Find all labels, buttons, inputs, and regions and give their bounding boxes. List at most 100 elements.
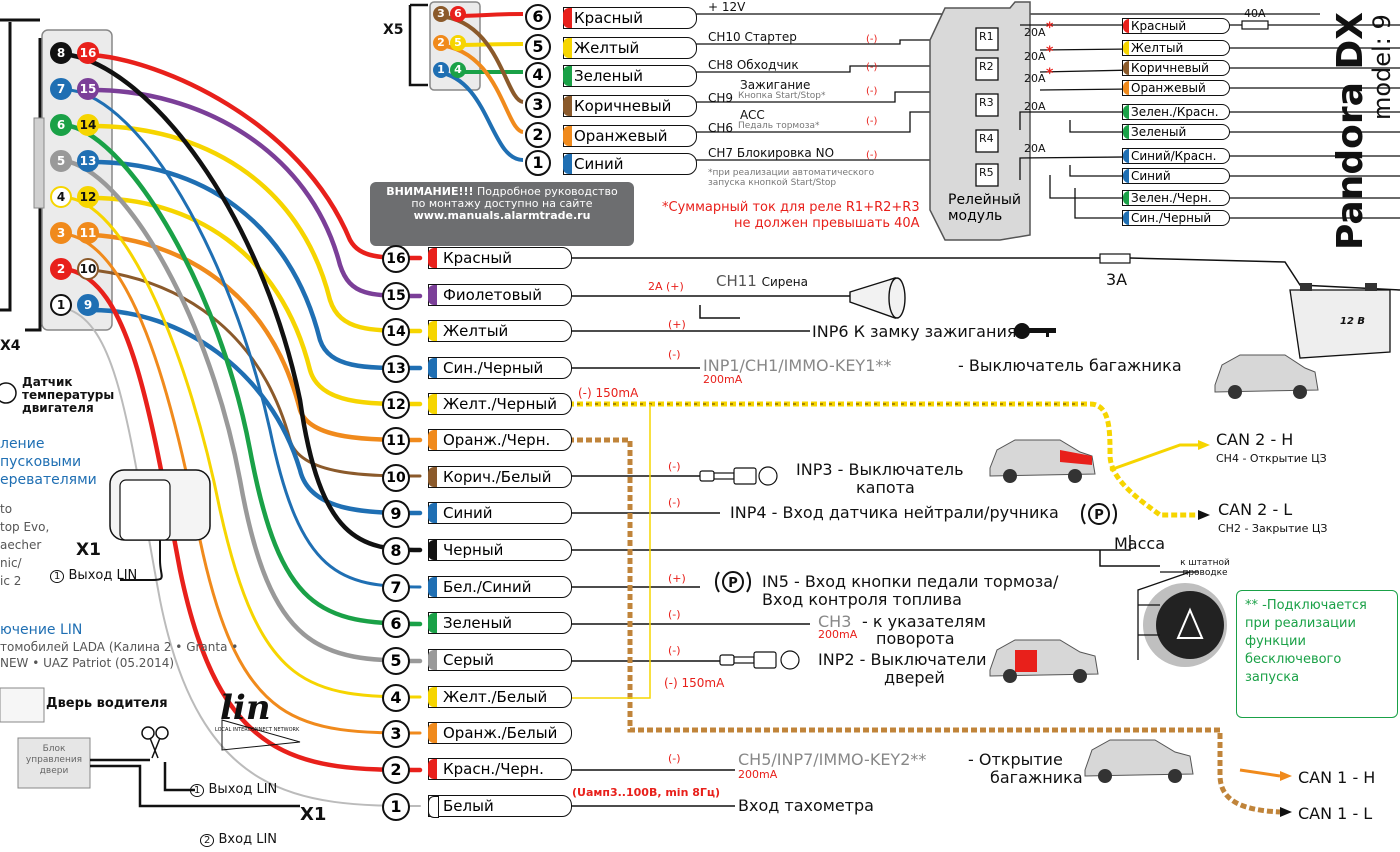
x4-pin: 6 [50, 114, 72, 136]
warning-url[interactable]: www.manuals.alarmtrade.ru [413, 209, 591, 222]
mass-label: Масса [1114, 534, 1166, 553]
inp1-desc: - Выключатель багажника [958, 356, 1182, 375]
x4-wire-label: Оранж./Черн. [428, 429, 572, 451]
x4-wire-number: 9 [382, 500, 410, 528]
hood-switch-icon [699, 466, 778, 486]
x4-wire-number: 13 [382, 355, 410, 383]
relay-fuse: 20A [1024, 72, 1046, 85]
x4-wire-color [428, 248, 437, 268]
x4-wire-label: Бел./Синий [428, 576, 572, 598]
fuse-3a-label: 3A [1106, 270, 1128, 289]
siren-name: Сирена [761, 275, 809, 289]
x4-wire-number: 4 [382, 684, 410, 712]
x4-wire-color [428, 759, 437, 779]
ch3-desc2: поворота [876, 629, 955, 648]
x4-wire-label: Зеленый [428, 612, 572, 634]
x4-wire-color [428, 540, 437, 560]
x4-pin: 4 [50, 186, 72, 208]
x4-wire-label: Корич./Белый [428, 466, 572, 488]
x5-pin-circle: 6 [525, 4, 551, 30]
x5-signal-top: Зажигание [740, 78, 811, 92]
heaters-title-3: еревателями [0, 472, 97, 488]
x4-wire-label: Серый [428, 649, 572, 671]
x4-pin: 14 [77, 114, 99, 136]
x4-output-lines [568, 257, 1400, 807]
relay-output-color [1123, 81, 1129, 95]
inp1-current: 200mA [703, 373, 743, 386]
x4-wire-label: Желт./Белый [428, 686, 572, 708]
lin-logo-sub: LOCAL INTERCONNECT NETWORK [215, 727, 300, 733]
can2h-label: CAN 2 - H [1216, 430, 1294, 449]
relay-star: * [1046, 20, 1054, 36]
battery-icon [1289, 283, 1391, 359]
x4-wire-label: Красн./Черн. [428, 758, 572, 780]
x4-wire-label: Фиолетовый [428, 284, 572, 306]
w4-current: (-) 150mA [664, 676, 725, 690]
lin-in-num: 2 [200, 834, 215, 847]
x4-wire-number: 1 [382, 793, 410, 821]
relay-id: R5 [979, 166, 994, 179]
x4-pin: 10 [77, 258, 99, 280]
relay-output-color [1123, 191, 1129, 205]
can1l-label: CAN 1 - L [1298, 804, 1373, 823]
x4-wire-label: Черный [428, 539, 572, 561]
svg-text:P: P [728, 576, 738, 591]
heater-list-2: top Evo, [0, 520, 50, 534]
manual-warning: ВНИМАНИЕ!!! Подробное руководство по мон… [370, 182, 634, 246]
x5-wire-label: Синий [563, 153, 697, 175]
tacho-polarity: (Uамп3..100В, min 8Гц) [572, 786, 721, 799]
relay-id: R4 [979, 132, 994, 145]
x4-pin: 2 [50, 258, 72, 280]
ch5-desc: - Открытие [968, 750, 1063, 769]
x5-wire-label: Коричневый [563, 95, 697, 117]
x5-wire-label: Красный [563, 7, 697, 29]
relay-boxes [975, 27, 999, 187]
x5-pin: 5 [450, 35, 466, 51]
relay-output-color [1123, 125, 1129, 139]
hazard-button-icon [1143, 583, 1227, 667]
lin-out2-text: Выход LIN [208, 782, 278, 797]
ch5-label: CH5/INP7/IMMO-KEY2** [738, 750, 927, 769]
heater-icon [109, 469, 211, 541]
relay-output-label: Зеленый [1122, 124, 1230, 140]
can2l-sub: CH2 - Закрытие ЦЗ [1218, 522, 1328, 535]
inp3-label: INP3 - Выключатель [796, 460, 964, 479]
brake-pedal-icon [714, 571, 752, 593]
lin-out2-num: 1 [190, 784, 205, 797]
x4-wire-number: 8 [382, 537, 410, 565]
x4-pin: 16 [77, 42, 99, 64]
relay-output-label: Красный [1122, 18, 1230, 34]
ch3-current: 200mA [818, 628, 858, 641]
x5-polarity: (-) [866, 150, 878, 161]
door-unit-label: Блок управления двери [25, 744, 83, 776]
battery-label: 12 В [1340, 316, 1366, 327]
x5-signal: CH9 [708, 91, 734, 105]
lin-cars-1: томобилей LADA (Калина 2 • Granta • [0, 640, 239, 654]
x4-wires [67, 52, 423, 807]
x4-pin: 5 [50, 150, 72, 172]
current-note-line1: *Суммарный ток для реле R1+R2+R3 [662, 200, 920, 215]
relay-star: * [1046, 66, 1054, 82]
x4-wire-color [428, 723, 437, 743]
x4-wire-color [428, 285, 437, 305]
brand-title: Pandora DX [1330, 11, 1371, 250]
relay-module-title: Релейный модуль [948, 192, 1022, 224]
x4-pin: 11 [77, 222, 99, 244]
x1-label-bottom: X1 [300, 804, 327, 825]
relay-id: R3 [979, 96, 994, 109]
x4-wire-color [428, 577, 437, 597]
car-hood-icon [989, 439, 1096, 483]
x5-pin-circle: 2 [525, 122, 551, 148]
x5-polarity: (-) [866, 62, 878, 73]
inp4-polarity: (-) [668, 496, 681, 509]
x4-pin: 9 [77, 294, 99, 316]
heater-list-4: nic/ [0, 556, 22, 570]
door-label: Дверь водителя [46, 696, 168, 711]
relay-output-color [1123, 211, 1129, 225]
lin-bus-lines [90, 758, 300, 808]
siren-channel: CH11 Сирена [716, 272, 808, 290]
relay-star: * [1046, 44, 1054, 60]
scissors-icon [141, 726, 169, 759]
relay-id: R1 [979, 30, 994, 43]
x5-polarity: (-) [866, 86, 878, 97]
